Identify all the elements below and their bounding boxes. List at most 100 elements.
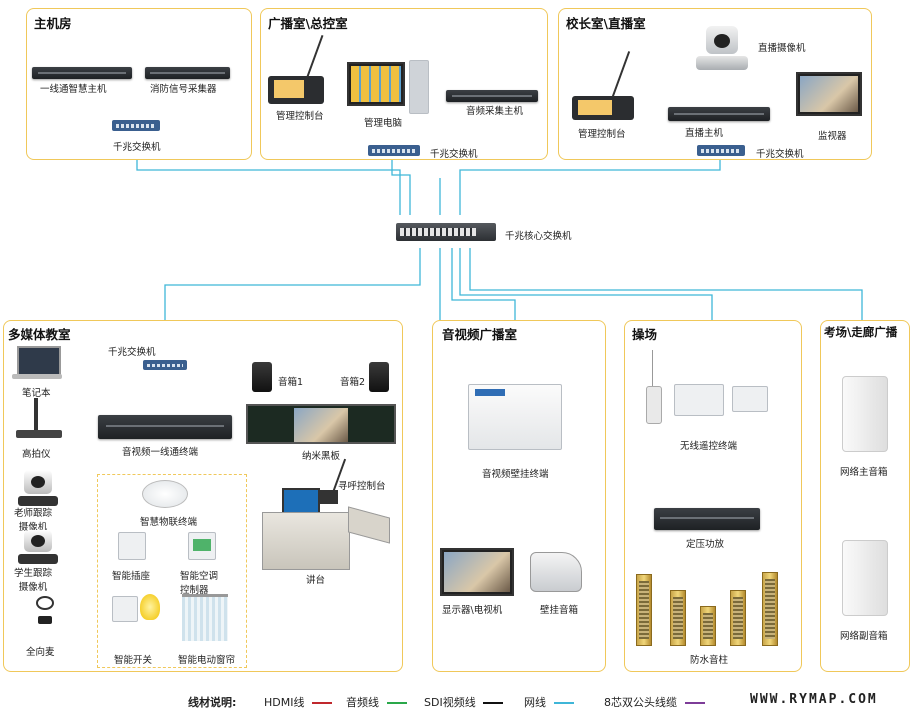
classroom-switch-label: 千兆交换机 xyxy=(108,347,156,358)
wall-terminal-label: 音视频壁挂终端 xyxy=(482,469,549,480)
speaker2-device xyxy=(369,362,389,392)
tv-device xyxy=(440,548,514,596)
legend-label: 网线 xyxy=(524,696,546,709)
nano-board-device xyxy=(246,404,396,444)
legend-title: 线材说明: xyxy=(188,696,237,709)
smart-socket-device xyxy=(118,532,146,560)
console-device xyxy=(572,96,634,120)
omni-mic-device xyxy=(32,596,58,626)
yixian-host-device xyxy=(32,67,132,79)
smart-zone xyxy=(97,474,247,668)
switch-label: 千兆交换机 xyxy=(430,149,478,160)
teacher-camera-label: 老师跟踪 摄像机 xyxy=(14,508,53,533)
iot-terminal-device xyxy=(142,480,188,508)
console-label: 管理控制台 xyxy=(276,111,324,122)
column-speaker xyxy=(730,590,746,646)
switch-device xyxy=(368,145,420,156)
speaker1-device xyxy=(252,362,272,392)
monitor-device xyxy=(796,72,862,116)
curtain-device xyxy=(182,594,228,641)
legend-item-audio: 音频线 xyxy=(346,694,407,710)
legend-item-cable8: 8芯双公头线缆 xyxy=(604,694,705,710)
net-main-speaker-label: 网络主音箱 xyxy=(840,467,888,478)
console-device xyxy=(268,76,324,104)
legend-label: HDMI线 xyxy=(264,696,305,709)
switch-label: 千兆交换机 xyxy=(756,149,804,160)
student-camera-label: 学生跟踪 摄像机 xyxy=(14,568,53,593)
podium-device xyxy=(262,480,392,570)
audio-collector-label: 音频采集主机 xyxy=(466,106,524,117)
column-speaker xyxy=(700,606,716,646)
panel-title: 考场\走廊广播 xyxy=(824,325,898,339)
amp-label: 定压功放 xyxy=(686,539,725,550)
footer-url: WWW.RYMAP.COM xyxy=(750,692,878,707)
panel-title: 广播室\总控室 xyxy=(268,16,348,31)
wireless-remote-device xyxy=(674,384,724,416)
receiver-device xyxy=(732,386,768,412)
panel-main-room xyxy=(26,8,252,160)
classroom-switch-device xyxy=(143,360,187,370)
amp-device xyxy=(654,508,760,530)
column-speaker xyxy=(636,574,652,646)
panel-exam-corridor xyxy=(820,320,910,672)
smart-switch-device xyxy=(112,596,138,622)
legend-item-hdmi: HDMI线 xyxy=(264,694,332,710)
panel-av-room xyxy=(432,320,606,672)
core-switch-label: 千兆核心交换机 xyxy=(505,231,572,242)
legend: 线材说明: xyxy=(188,694,236,710)
legend-label: 音频线 xyxy=(346,696,379,709)
doc-camera-device xyxy=(16,398,62,438)
legend-label: SDI视频线 xyxy=(424,696,476,709)
legend-item-sdi: SDI视频线 xyxy=(424,694,504,710)
panel-title: 主机房 xyxy=(34,16,72,31)
console-label: 管理控制台 xyxy=(578,129,626,140)
smart-ac-device xyxy=(188,532,216,560)
av-terminal-device xyxy=(98,415,232,439)
bulb-icon xyxy=(140,594,160,620)
yixian-host-label: 一线通智慧主机 xyxy=(40,84,107,95)
panel-title: 校长室\直播室 xyxy=(566,16,646,31)
net-sub-speaker-device xyxy=(842,540,888,616)
live-host-device xyxy=(668,107,770,121)
legend-label: 8芯双公头线缆 xyxy=(604,696,677,709)
audio-collector-device xyxy=(446,90,538,102)
net-main-speaker-device xyxy=(842,376,888,452)
panel-title: 操场 xyxy=(632,327,658,342)
legend-swatch xyxy=(386,702,407,704)
nano-board-label: 纳米黑板 xyxy=(302,451,341,462)
laptop-label: 笔记本 xyxy=(22,388,51,399)
remote-device xyxy=(646,386,662,424)
doc-camera-label: 高拍仪 xyxy=(22,449,51,460)
smart-socket-label: 智能插座 xyxy=(112,571,151,582)
wireless-remote-label: 无线遥控终端 xyxy=(680,441,738,452)
tv-label: 显示器\电视机 xyxy=(442,605,503,616)
monitor-label: 监视器 xyxy=(818,131,847,142)
net-sub-speaker-label: 网络副音箱 xyxy=(840,631,888,642)
live-camera-device xyxy=(696,26,748,72)
student-camera-device xyxy=(18,530,58,566)
fire-collector-label: 消防信号采集器 xyxy=(150,84,217,95)
switch-device xyxy=(697,145,745,156)
core-switch-device xyxy=(396,223,496,241)
waterproof-column-label: 防水音柱 xyxy=(690,655,729,666)
iot-terminal-label: 智慧物联终端 xyxy=(140,517,198,528)
laptop-device xyxy=(12,346,62,380)
speaker1-label: 音箱1 xyxy=(278,377,304,388)
legend-swatch xyxy=(553,702,574,704)
switch-label: 千兆交换机 xyxy=(113,142,161,153)
fire-collector-device xyxy=(145,67,230,79)
legend-item-network: 网线 xyxy=(524,694,574,710)
av-terminal-label: 音视频一线通终端 xyxy=(122,447,199,458)
legend-swatch xyxy=(483,702,504,704)
legend-swatch xyxy=(684,702,705,704)
legend-swatch xyxy=(311,702,332,704)
panel-title: 多媒体教室 xyxy=(8,327,71,342)
wall-speaker-device xyxy=(530,552,582,592)
teacher-camera-device xyxy=(18,470,58,508)
podium-label: 讲台 xyxy=(306,575,326,586)
live-host-label: 直播主机 xyxy=(685,128,724,139)
live-camera-label: 直播摄像机 xyxy=(758,43,806,54)
panel-title: 音视频广播室 xyxy=(442,327,518,342)
speaker2-label: 音箱2 xyxy=(340,377,366,388)
wall-terminal-device xyxy=(468,384,562,450)
